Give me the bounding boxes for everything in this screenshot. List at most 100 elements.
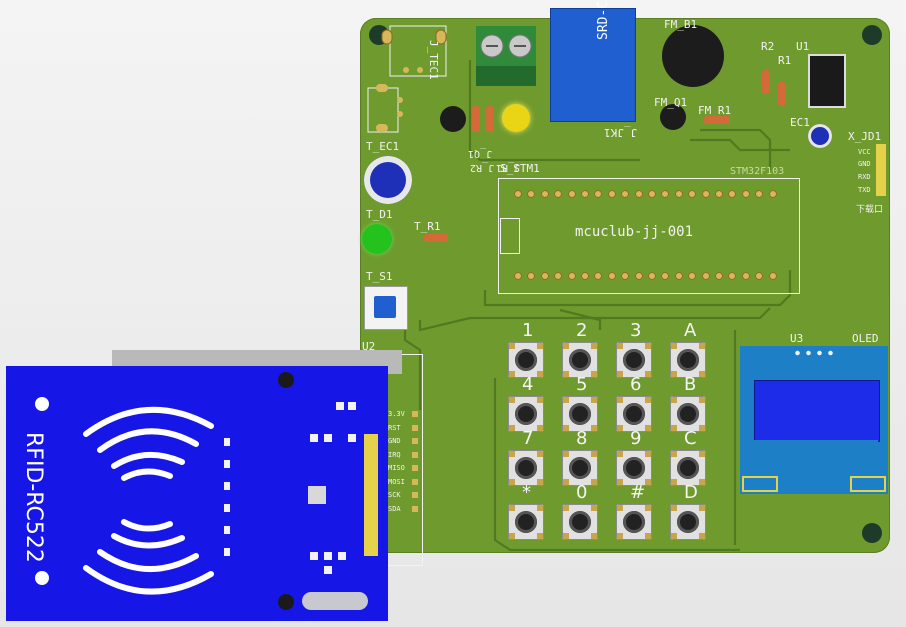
keypad-button[interactable]: [670, 504, 706, 540]
header-xjd1: [876, 144, 886, 196]
keypad-button-cap: [515, 403, 537, 425]
header-pin: [728, 272, 737, 280]
led-yellow: [502, 104, 530, 132]
keypad-button[interactable]: [562, 342, 598, 378]
keypad-button[interactable]: [616, 342, 652, 378]
keypad-button[interactable]: [562, 504, 598, 540]
header-pin: [621, 190, 630, 198]
key-label: 0: [576, 482, 588, 503]
header-pin: [554, 190, 563, 198]
header-pin: [674, 272, 683, 280]
header-pin: [648, 272, 656, 280]
keypad-button-pin: [645, 425, 651, 431]
keypad-button-cap: [677, 349, 699, 371]
ic-u1: [808, 54, 846, 108]
mounting-hole-tr: [862, 25, 882, 45]
keypad-button-pin: [617, 505, 623, 511]
label-oled: OLED: [852, 332, 879, 345]
keypad-button[interactable]: [508, 396, 544, 432]
keypad-button-pin: [645, 505, 651, 511]
label-r1: R1: [778, 54, 792, 67]
keypad-button-pin: [509, 505, 515, 511]
key-label: 7: [522, 428, 534, 449]
label-tr1: T_R1: [414, 220, 441, 233]
label-td1: T_D1: [366, 208, 393, 221]
keypad-button-cap: [569, 403, 591, 425]
header-pin: [661, 272, 670, 280]
keypad-button[interactable]: [616, 450, 652, 486]
rfid-pin-pad: [412, 438, 418, 444]
keypad-button-cap: [623, 511, 645, 533]
keypad-button[interactable]: [562, 396, 598, 432]
keypad-button-pin: [509, 451, 515, 457]
oled-lower-panel: [754, 440, 878, 470]
label-u3: U3: [790, 332, 804, 345]
keypad-button-pin: [671, 371, 677, 377]
keypad-button-pin: [563, 533, 569, 539]
header-pin: [540, 190, 549, 198]
keypad-button-cap: [515, 457, 537, 479]
header-pin: [567, 190, 576, 198]
header-pin: [514, 190, 522, 198]
label-jr2: J_R2: [470, 162, 495, 173]
keypad-button-pin: [699, 505, 705, 511]
keypad-button-pin: [591, 479, 597, 485]
header-pin: [527, 272, 536, 280]
xjd-pin-txd: TXD: [858, 186, 871, 194]
rfid-pin-label: 3.3V: [388, 410, 405, 418]
rfid-pin-label: SDA: [388, 504, 401, 513]
header-pin: [688, 190, 697, 198]
keypad-button-pin: [591, 397, 597, 403]
keypad-button[interactable]: [670, 396, 706, 432]
header-pin: [741, 272, 750, 280]
label-tec1: J_TEC1: [427, 40, 440, 80]
key-label: 2: [576, 320, 588, 341]
keypad-button[interactable]: [508, 342, 544, 378]
keypad-button-pin: [563, 479, 569, 485]
oled-pins: [792, 350, 836, 356]
keypad-button-pin: [537, 505, 543, 511]
key-label: D: [684, 482, 698, 503]
label-xjd1: X_JD1: [848, 130, 882, 143]
capacitor-ec1: [808, 124, 832, 148]
xjd-pin-gnd: GND: [858, 160, 871, 168]
keypad-button-pin: [645, 343, 651, 349]
key-label: 9: [630, 428, 642, 449]
keypad-button-pin: [671, 451, 677, 457]
xjd-pin-vcc: VCC: [858, 148, 871, 156]
keypad-button[interactable]: [562, 450, 598, 486]
keypad-button-pin: [617, 479, 623, 485]
header-pin: [621, 272, 630, 280]
header-pin: [741, 190, 750, 198]
header-pin: [594, 272, 603, 280]
keypad-button-pin: [509, 425, 515, 431]
keypad-button-pin: [617, 397, 623, 403]
keypad-button-pin: [617, 425, 623, 431]
keypad-button[interactable]: [508, 450, 544, 486]
keypad-button-pin: [591, 425, 597, 431]
keypad-button-pin: [509, 397, 515, 403]
keypad-button[interactable]: [670, 342, 706, 378]
label-u1: U1: [796, 40, 810, 53]
rfid-pin-pad: [412, 465, 418, 471]
keypad-button-pin: [645, 533, 651, 539]
keypad-button-pin: [671, 425, 677, 431]
keypad-button-pin: [671, 479, 677, 485]
keypad-button[interactable]: [616, 396, 652, 432]
keypad-button[interactable]: [508, 504, 544, 540]
keypad-button-pin: [645, 479, 651, 485]
label-r2: R2: [761, 40, 775, 53]
xjd-note: 下载口: [856, 205, 884, 215]
keypad-button-pin: [591, 533, 597, 539]
keypad-button-cap: [515, 511, 537, 533]
capacitor-tec1: [364, 156, 412, 204]
transistor-jq1: [440, 106, 466, 132]
stm32-module: [498, 178, 800, 294]
keypad-button-pin: [563, 343, 569, 349]
stm32-top-pins: [514, 190, 784, 200]
keypad-button-pin: [537, 479, 543, 485]
keypad-button[interactable]: [670, 450, 706, 486]
terminal-block: [476, 26, 536, 86]
keypad-button[interactable]: [616, 504, 652, 540]
